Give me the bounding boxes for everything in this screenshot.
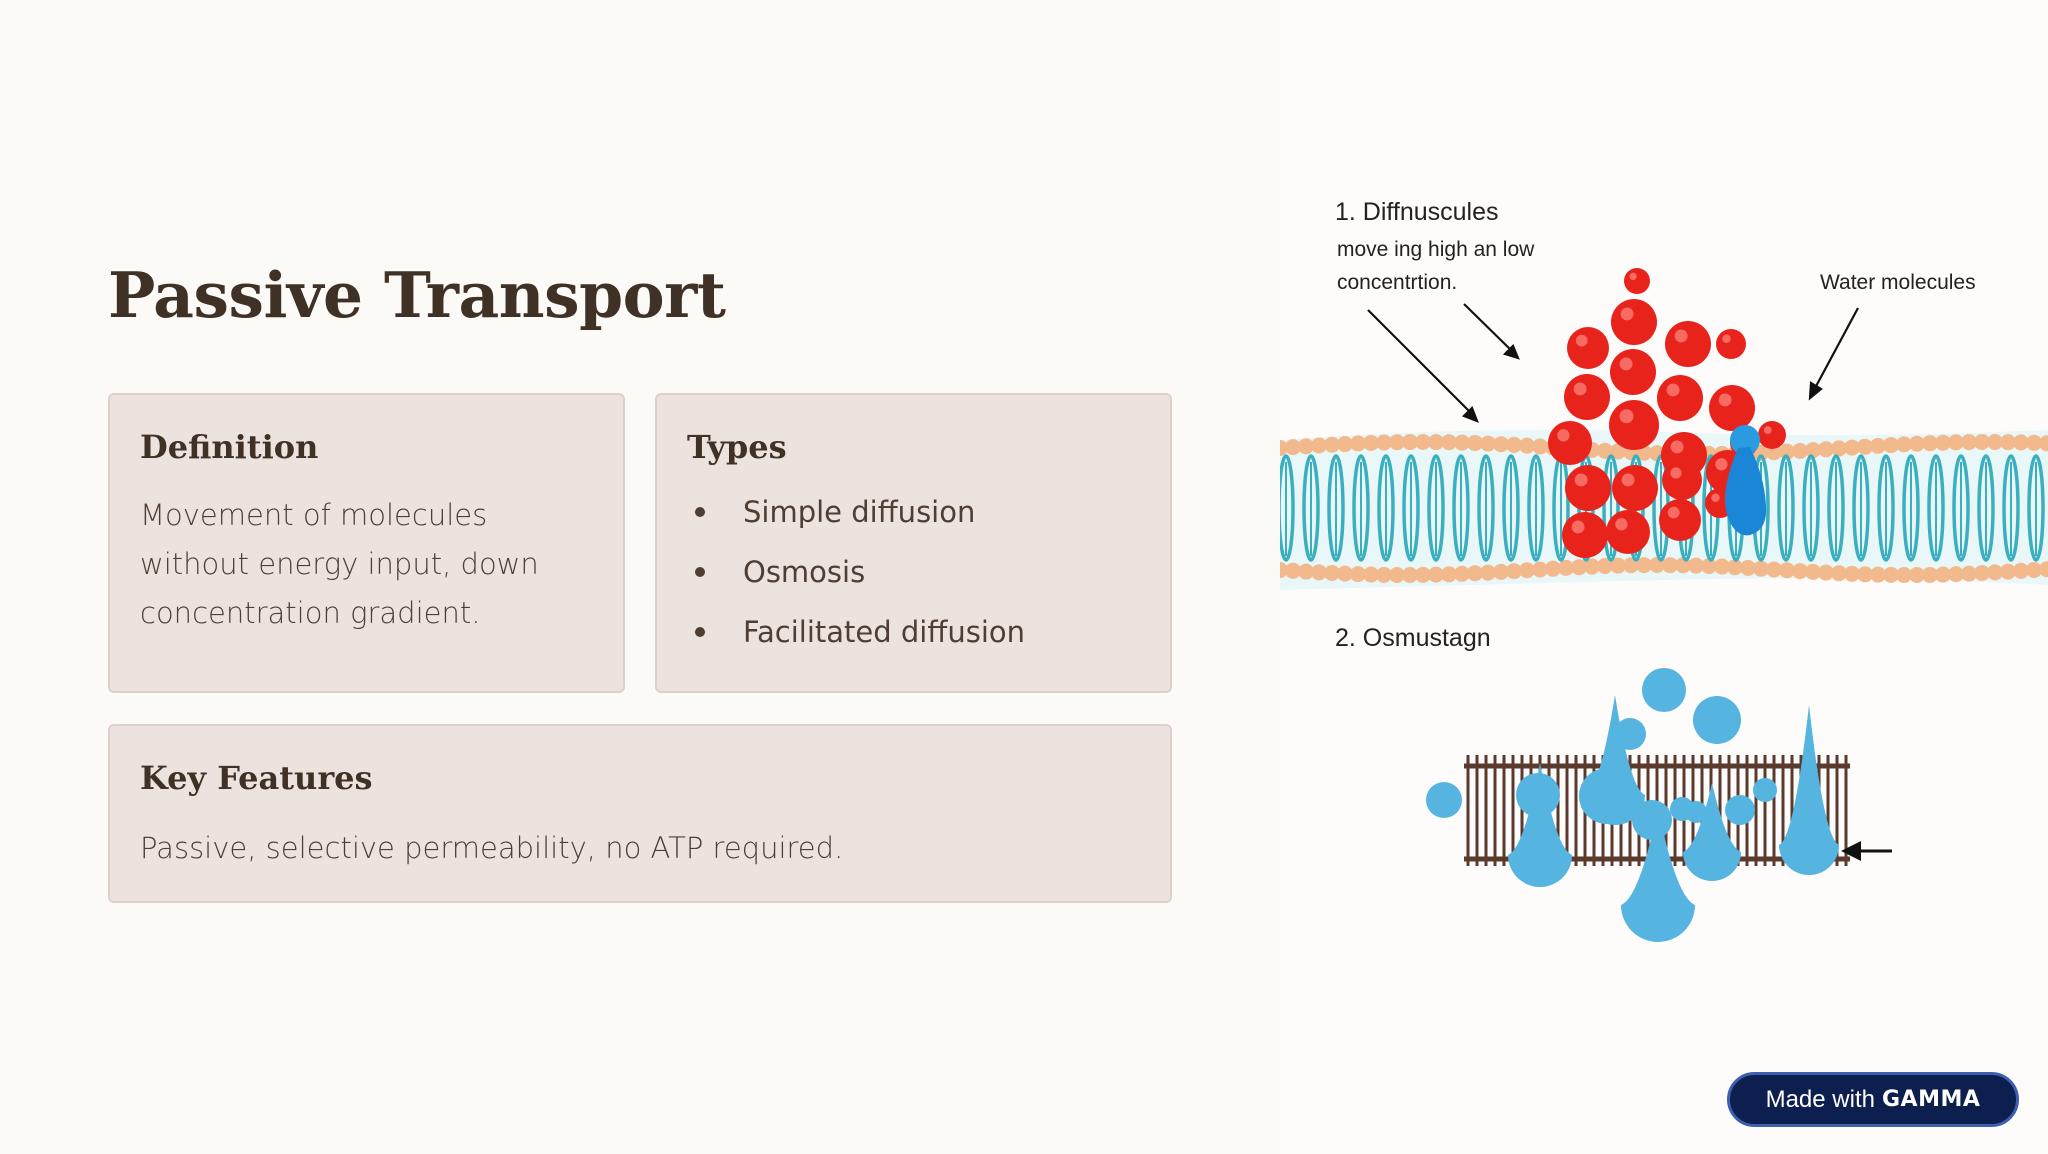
list-item: Simple diffusion [687,482,1025,542]
slide-title: Passive Transport [108,258,726,332]
definition-line: Movement of molecules [140,498,488,532]
key-features-card: Key Features Passive, selective permeabi… [108,724,1172,903]
bullet-icon [695,627,705,637]
made-with-gamma-badge[interactable]: Made with GAMMA [1727,1072,2019,1127]
list-item: Facilitated diffusion [687,602,1025,662]
diagram-image: 1. Diffnuscules move ing high an low con… [1280,0,2048,1154]
gamma-logo: GAMMA [1881,1087,1981,1112]
membrane-diagram: 1. Diffnuscules move ing high an low con… [1280,198,2048,942]
definition-card: Definition Movement of molecules without… [108,393,625,693]
types-card: Types Simple diffusion Osmosis Facilitat… [655,393,1172,693]
definition-heading: Definition [140,428,319,466]
water-channel-droplet [1725,425,1767,536]
diagram-label-2-title: 2. Osmustagn [1335,624,1491,652]
definition-line: concentration gradient. [140,596,481,630]
diagram-label-1-line2: concentrtion. [1337,271,1457,294]
definition-line: without energy input, down [140,547,539,581]
type-label: Simple diffusion [743,495,976,529]
solute-molecules [1548,268,1786,558]
diagram-label-water: Water molecules [1820,271,1976,294]
diagram-label-1-title: 1. Diffnuscules [1335,198,1499,226]
bullet-icon [695,567,705,577]
badge-prefix: Made with [1765,1085,1875,1113]
slide-content: Passive Transport Definition Movement of… [108,258,1172,903]
key-features-heading: Key Features [140,759,373,797]
bullet-icon [695,507,705,517]
diagram-label-1-line1: move ing high an low [1337,238,1535,261]
arrow-left-icon [1841,841,1892,861]
definition-text: Movement of molecules without energy inp… [140,491,539,638]
arrow-icons [1367,303,1859,423]
type-label: Facilitated diffusion [743,615,1025,649]
type-label: Osmosis [743,555,866,589]
types-list: Simple diffusion Osmosis Facilitated dif… [687,482,1025,662]
list-item: Osmosis [687,542,1025,602]
water-droplets [1426,668,1839,942]
key-features-text: Passive, selective permeability, no ATP … [140,831,844,865]
types-heading: Types [687,428,787,466]
